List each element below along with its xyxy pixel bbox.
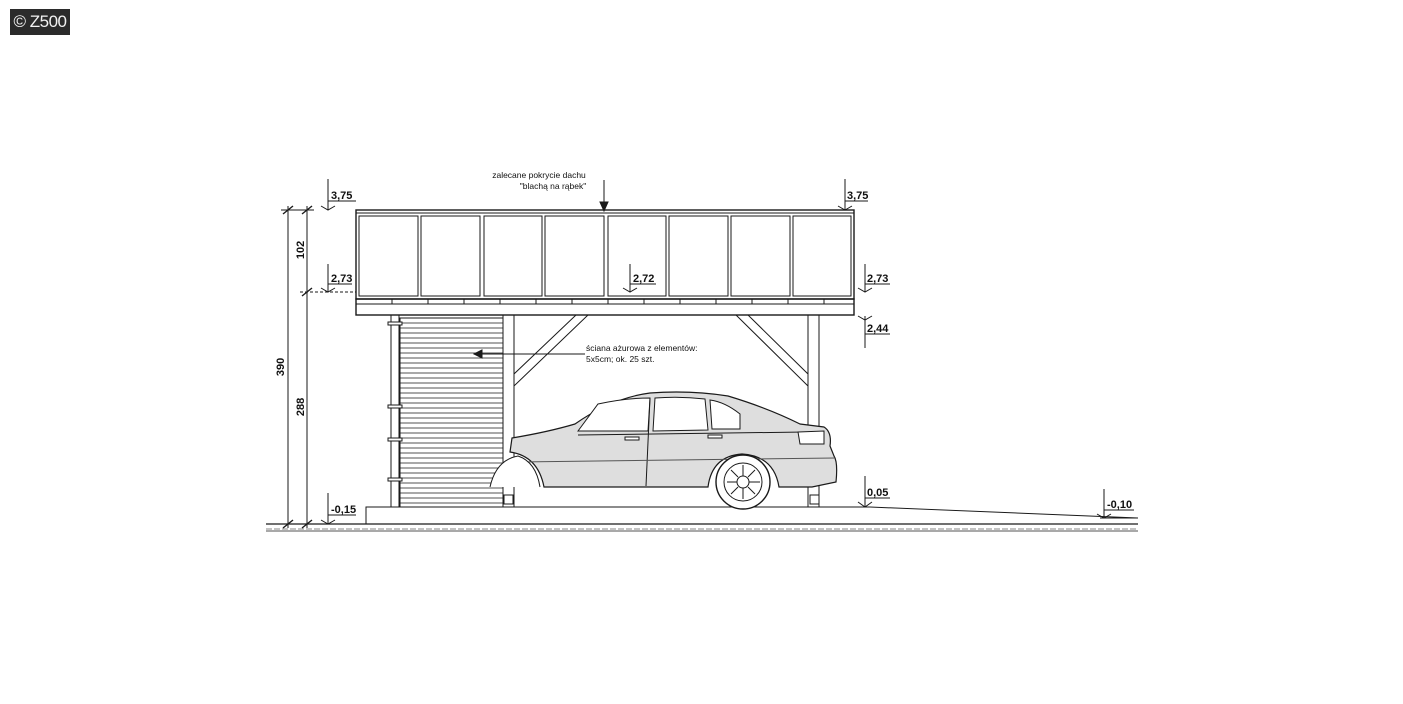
left-dimension-chain xyxy=(281,205,356,529)
level-eave-mid: 2,72 xyxy=(633,273,654,285)
roof-beam xyxy=(355,298,855,316)
roof-note-line2: "blachą na rąbek" xyxy=(520,181,587,191)
roof-attic-panels xyxy=(355,209,855,300)
level-ground-left: -0,15 xyxy=(331,504,356,516)
level-ground-right: 0,05 xyxy=(867,487,888,499)
roof-note-line1: zalecane pokrycie dachu xyxy=(492,170,586,180)
floor-slab xyxy=(365,506,1139,524)
diagonal-braces xyxy=(513,314,809,388)
annotation-leaders xyxy=(472,180,609,359)
level-markers xyxy=(320,179,1134,525)
dimension-roof-height: 102 xyxy=(295,241,307,259)
dimension-overall-height: 390 xyxy=(275,358,287,376)
car-silhouette xyxy=(489,391,838,510)
wall-note-line1: ściana ażurowa z elementów: xyxy=(586,343,698,353)
z500-watermark: © Z500 xyxy=(10,9,70,35)
level-eave-right: 2,73 xyxy=(867,273,888,285)
level-beam-right: 2,44 xyxy=(867,323,889,335)
slatted-wall xyxy=(387,317,504,508)
level-top-right: 3,75 xyxy=(847,190,868,202)
ground-line xyxy=(266,523,1138,532)
wall-note-line2: 5x5cm; ok. 25 szt. xyxy=(586,354,655,364)
level-eave-left: 2,73 xyxy=(331,273,352,285)
dimension-post-height: 288 xyxy=(295,398,307,416)
level-top-left: 3,75 xyxy=(331,190,352,202)
level-ramp-end: -0,10 xyxy=(1107,499,1132,511)
